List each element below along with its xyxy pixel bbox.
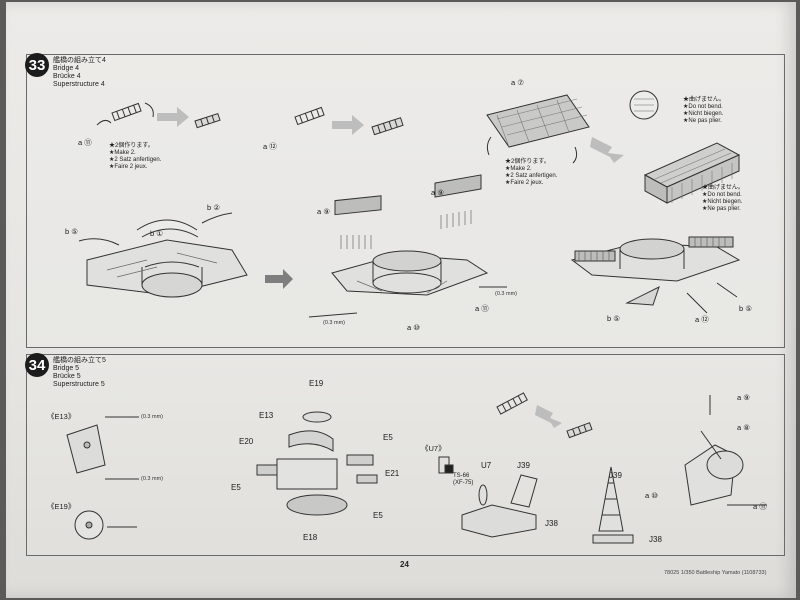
part-label: b ① — [150, 229, 163, 238]
step-title: 艦橋の組み立て4 Bridge 4 Brücke 4 Superstructur… — [53, 57, 106, 89]
page-number: 24 — [400, 560, 409, 569]
title-jp: 艦橋の組み立て4 — [53, 57, 106, 64]
part-label: E19 — [309, 379, 324, 388]
part-label: J38 — [649, 535, 662, 544]
instruction-page: 33 艦橋の組み立て4 Bridge 4 Brücke 4 Superstruc… — [6, 2, 796, 598]
part-label: a ⑫ — [263, 142, 277, 151]
step-33-panel: 33 艦橋の組み立て4 Bridge 4 Brücke 4 Superstruc… — [25, 53, 785, 348]
part-label: b ② — [207, 203, 220, 212]
make-two-note: ★2個作ります。 ★Make 2. ★2 Satz anfertigen. ★F… — [109, 143, 162, 170]
part-label: a ⑪ — [78, 138, 92, 147]
part-label: a ⑨ — [737, 393, 750, 402]
title-en: Bridge 4 — [53, 65, 80, 72]
title-de: Brücke 5 — [53, 373, 81, 380]
reference-label: 《E19》 — [47, 502, 76, 511]
title-jp: 艦橋の組み立て5 — [53, 357, 106, 364]
part-label: b ⑤ — [739, 304, 752, 313]
grille-left — [334, 195, 382, 249]
step-title: 艦橋の組み立て5 Bridge 5 Brücke 5 Superstructur… — [53, 357, 106, 389]
part-label: a ⑩ — [645, 491, 658, 500]
part-label: J38 — [545, 519, 558, 528]
step-34-illustration — [66, 392, 767, 544]
step-number: 33 — [25, 53, 49, 77]
reference-label: 《E13》 — [47, 412, 76, 421]
paint-reference: TS-66 (XF-75) — [453, 473, 474, 486]
part-label: a ⑪ — [753, 502, 767, 511]
do-not-bend-note-b: ★曲げません。 ★Do not bend. ★Nicht biegen. ★Ne… — [702, 185, 744, 212]
part-label: U7 — [481, 461, 492, 470]
title-fr: Superstructure 5 — [53, 381, 105, 388]
part-label: E20 — [239, 437, 254, 446]
part-label: a ⑧ — [737, 423, 750, 432]
part-label: E21 — [385, 469, 400, 478]
step-number: 34 — [25, 353, 49, 377]
reference-label: 《U7》 — [421, 444, 446, 453]
part-label: b ⑤ — [607, 314, 620, 323]
part-label: J39 — [609, 471, 622, 480]
part-label: a ⑦ — [511, 78, 524, 87]
bridge-base-left — [86, 239, 248, 298]
part-label: a ⑨ — [317, 207, 330, 216]
part-label: E5 — [231, 483, 241, 492]
part-label: E13 — [259, 411, 274, 420]
part-label: E5 — [383, 433, 393, 442]
step-34-panel: 34 艦橋の組み立て5 Bridge 5 Brücke 5 Superstruc… — [25, 353, 785, 556]
footer-text: 78025 1/350 Battleship Yamato (1108733) — [664, 570, 767, 576]
part-label: a ⑫ — [695, 315, 709, 324]
part-label: a ⑩ — [407, 323, 420, 332]
part-label: E5 — [373, 511, 383, 520]
ladder-part — [111, 102, 142, 122]
title-en: Bridge 5 — [53, 365, 80, 372]
part-label: a ⑨ — [431, 188, 444, 197]
part-label: a ⑪ — [475, 304, 489, 313]
title-de: Brücke 4 — [53, 73, 81, 80]
grille-right — [434, 174, 482, 229]
dimension-label: (0.3 mm) — [141, 414, 163, 420]
bridge-base-right — [570, 236, 741, 314]
bridge-base-middle — [331, 250, 489, 296]
title-fr: Superstructure 4 — [53, 81, 105, 88]
part-label: b ⑤ — [65, 227, 78, 236]
make-two-note-b: ★2個作ります。 ★Make 2. ★2 Satz anfertigen. ★F… — [505, 159, 558, 186]
do-not-bend-note: ★曲げません。 ★Do not bend. ★Nicht biegen. ★Ne… — [683, 97, 725, 124]
grille-part — [486, 94, 590, 148]
dimension-label: (0.3 mm) — [323, 320, 345, 326]
dimension-label: (0.3 mm) — [495, 291, 517, 297]
part-label: J39 — [517, 461, 530, 470]
dimension-label: (0.3 mm) — [141, 476, 163, 482]
part-label: E18 — [303, 533, 318, 542]
step-33-illustration — [78, 90, 741, 318]
